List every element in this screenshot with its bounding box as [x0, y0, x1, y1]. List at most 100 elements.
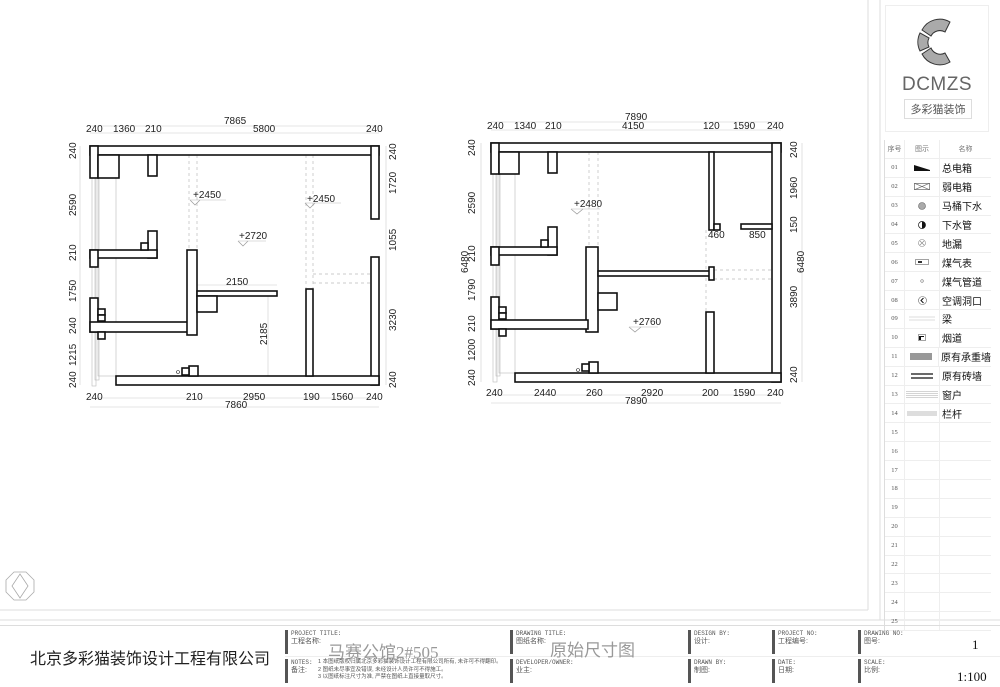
wall: [490, 142, 500, 175]
legend-no: 22: [891, 561, 898, 569]
field-label: PROJECT NO:: [778, 630, 818, 637]
load-bearing-wall-icon: [903, 347, 939, 366]
field-label: 日期:: [778, 667, 794, 674]
company-logo: DCMZS 多彩猫装饰: [885, 5, 989, 132]
dimension-label: 240: [767, 121, 784, 132]
legend-no: 04: [891, 221, 898, 228]
wall: [771, 142, 782, 383]
dimension-label: 240: [486, 388, 503, 399]
dimension-label: 240: [86, 392, 103, 403]
drain-pipe-icon: [97, 314, 106, 322]
dimension-label: 6480: [796, 250, 807, 273]
field-label: PROJECT TITLE:: [291, 630, 342, 637]
beam-icon: [904, 310, 940, 328]
notes-cell: NOTES: 备注:: [285, 659, 313, 683]
drain-pipe-icon: [904, 215, 940, 234]
legend-name: 总电箱: [942, 164, 972, 176]
drain-pipe-icon: [498, 328, 507, 337]
dimension-label: 240: [388, 143, 399, 160]
dimension-label: 1720: [388, 171, 399, 194]
legend-name: 窗户: [942, 391, 962, 403]
wall: [370, 145, 380, 220]
wall: [514, 372, 782, 383]
legend-name: 栏杆: [942, 409, 962, 421]
elevation-marker: +2450 +2450 +2720: [189, 190, 341, 247]
company-name: 北京多彩猫装饰设计工程有限公司: [30, 649, 271, 668]
wall: [713, 223, 721, 231]
legend-row: 13 窗户: [885, 385, 991, 405]
dimension-label: 1340: [514, 121, 537, 132]
field-label: 图纸名称:: [516, 638, 546, 645]
legend-row: 03 马桶下水: [885, 196, 991, 216]
field-label: 工程名称:: [291, 638, 321, 645]
dimension-label: 2185: [259, 322, 270, 345]
legend-no: 07: [891, 277, 898, 285]
legend-name: 马桶下水: [942, 202, 982, 214]
dimension-label: 4150: [622, 121, 645, 132]
wall: [147, 154, 158, 177]
field-label: 备注:: [291, 667, 307, 674]
legend-no: 24: [891, 598, 898, 606]
legend-name: 下水管: [942, 221, 972, 232]
dimension-label: 7890: [625, 112, 648, 123]
legend-name: 原有砖墙: [942, 372, 982, 384]
legend-row: 18: [885, 480, 991, 499]
legend-row: 22: [885, 555, 991, 575]
drain-pipe-icon: [498, 306, 507, 314]
dimension-label: 240: [467, 369, 478, 386]
dimension-label: 240: [86, 124, 103, 135]
dimension-label: 240: [68, 142, 79, 159]
dimension-label: 210: [467, 315, 478, 332]
logo-name: 多彩猫装饰: [904, 99, 972, 119]
wall: [370, 256, 380, 386]
scale-cell: SCALE: 比例:: [858, 659, 886, 683]
gas-pipe-icon: [176, 370, 180, 374]
floor-plan-left: +2450 +2450 +2720 7865 240 1360 210 5800…: [68, 116, 399, 411]
legend-no: 03: [891, 202, 898, 210]
legend-name: 烟道: [942, 334, 962, 346]
dimension-label: 240: [767, 388, 784, 399]
window-icon: [904, 385, 940, 404]
legend-header: 序号 图示 名称: [885, 140, 991, 159]
wall: [490, 142, 782, 153]
dimension-label: 2150: [226, 277, 249, 288]
drawing-no: 1: [972, 637, 979, 652]
dimension-label: 1560: [331, 392, 354, 403]
wall: [547, 151, 558, 174]
dimension-label: 1960: [789, 176, 800, 199]
legend-no: 09: [891, 315, 898, 323]
legend-row: 23: [885, 574, 991, 594]
legend-no: 23: [891, 579, 898, 587]
legend-no: 08: [891, 296, 898, 304]
scale-value: 1:100: [957, 669, 987, 684]
project-title: 马赛公馆2#505: [328, 643, 439, 662]
project-title-cell: PROJECT TITLE: 工程名称:: [285, 630, 341, 654]
drawing-title-cell: DRAWING TITLE: 图纸名称:: [510, 630, 566, 654]
wall: [89, 321, 190, 333]
weak-electric-box-icon: [904, 177, 940, 196]
legend-row: 15: [885, 423, 991, 443]
dimension-label: 1360: [113, 124, 136, 135]
wall: [188, 365, 199, 377]
drawing-no-cell: DRAWING NO: 图号:: [858, 630, 904, 654]
title-block: 北京多彩猫装饰设计工程有限公司 PROJECT TITLE: 工程名称: 马赛公…: [0, 625, 1000, 687]
gas-meter-icon: [904, 253, 940, 272]
elevation-label: +2480: [574, 199, 603, 210]
dimension-label: 2920: [641, 388, 664, 399]
legend-no: 13: [891, 391, 898, 399]
wall: [196, 290, 278, 297]
field-label: DRAWING TITLE:: [516, 630, 567, 637]
wall-box: [97, 154, 120, 179]
dimension-label: 3230: [388, 308, 399, 331]
legend-no: 01: [891, 164, 898, 172]
dimension-label: 2440: [534, 388, 557, 399]
dimension-label: 240: [68, 371, 79, 388]
wall: [89, 145, 99, 179]
wall: [89, 249, 158, 259]
legend-name: 梁: [942, 315, 952, 327]
